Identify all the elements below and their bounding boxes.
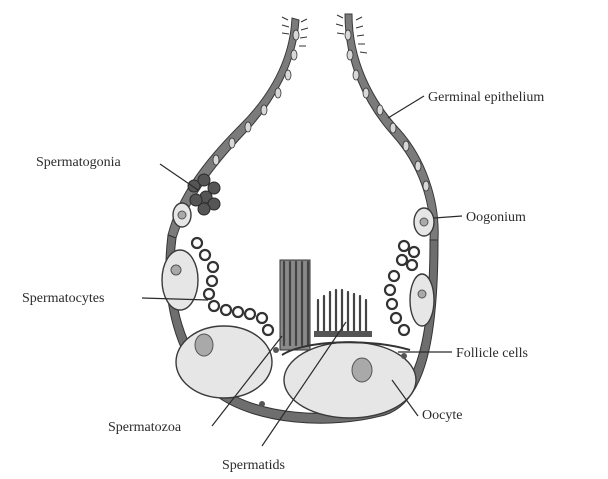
oogonium-cell	[414, 208, 434, 236]
spermatids-label: Spermatids	[222, 458, 285, 473]
follicle-cells-label: Follicle cells	[456, 346, 528, 361]
epithelium-cells	[213, 30, 429, 191]
oocyte-label: Oocyte	[422, 408, 462, 423]
spermatozoa-bundle	[280, 260, 310, 350]
spermatogonia-cluster	[173, 174, 220, 227]
spermatozoa-label: Spermatozoa	[108, 420, 182, 435]
spermatogonia-label: Spermatogonia	[36, 155, 122, 170]
germinal-epithelium-label: Germinal epithelium	[428, 90, 544, 105]
spermatocytes-label: Spermatocytes	[22, 291, 104, 306]
right-cell-cluster	[385, 241, 434, 335]
oogonium-label: Oogonium	[466, 210, 526, 225]
